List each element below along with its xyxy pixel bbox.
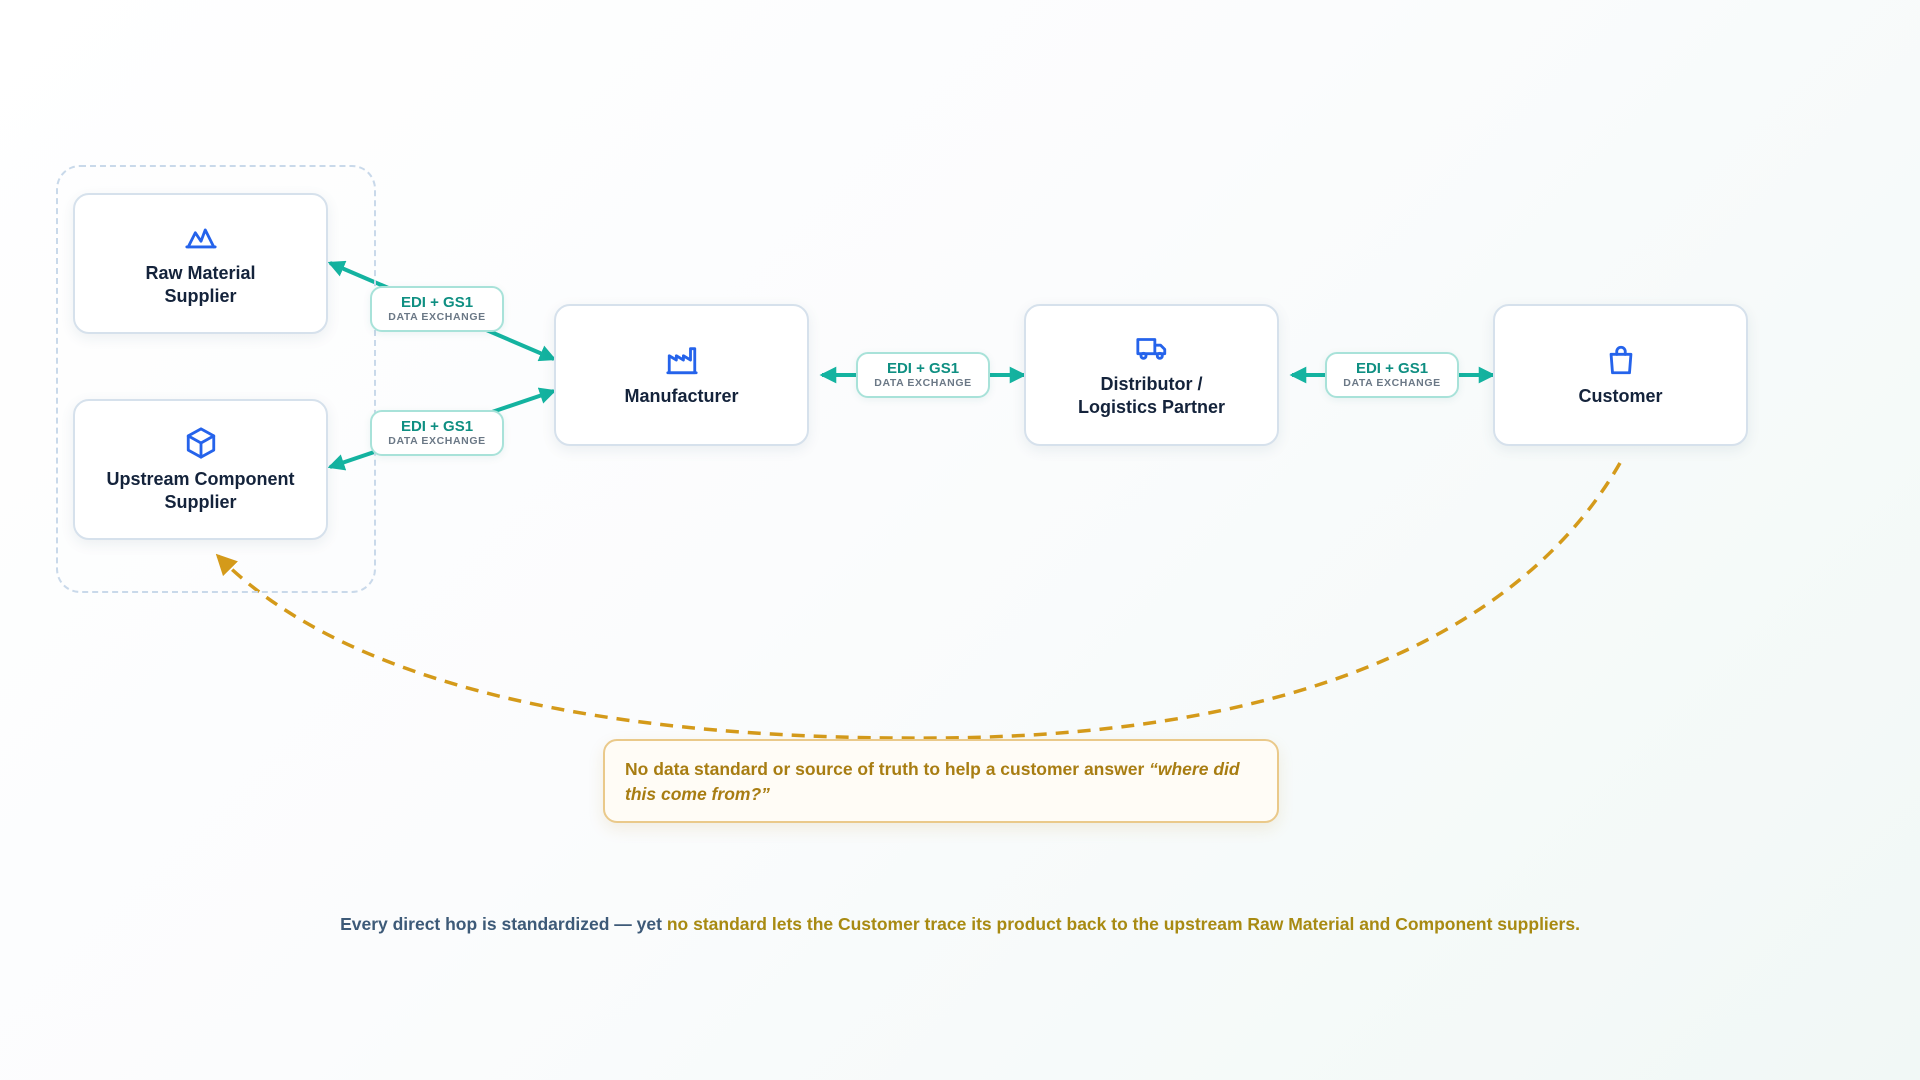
node-label: Upstream Component Supplier [106, 468, 295, 512]
node-label: Customer [1578, 385, 1663, 406]
data-exchange-label-distributor-customer: EDI + GS1 DATA EXCHANGE [1325, 352, 1459, 398]
traceback-curve [215, 462, 1622, 740]
node-manufacturer[interactable]: Manufacturer [554, 304, 809, 446]
exchange-protocol: EDI + GS1 [1355, 360, 1429, 377]
node-customer[interactable]: Customer [1493, 304, 1748, 446]
exchange-protocol: EDI + GS1 [400, 294, 474, 311]
mountain-icon [184, 228, 217, 248]
shopping-bag-icon [1609, 345, 1632, 374]
truck-icon [1135, 338, 1166, 360]
data-exchange-label-upstream-component: EDI + GS1 DATA EXCHANGE [370, 410, 504, 456]
exchange-protocol: EDI + GS1 [886, 360, 960, 377]
factory-icon [665, 346, 698, 374]
node-label: Manufacturer [624, 385, 739, 406]
footer-text: Every direct hop is standardized — yet [340, 914, 667, 934]
node-distributor-logistics-partner[interactable]: Distributor / Logistics Partner [1024, 304, 1279, 446]
cube-icon [186, 426, 215, 459]
node-upstream-component-supplier[interactable]: Upstream Component Supplier [73, 399, 328, 540]
footer-caption: Every direct hop is standardized — yet n… [0, 914, 1920, 935]
exchange-caption: DATA EXCHANGE [1343, 377, 1441, 389]
exchange-caption: DATA EXCHANGE [874, 377, 972, 389]
node-label: Distributor / Logistics Partner [1077, 374, 1226, 417]
data-exchange-label-raw-material: EDI + GS1 DATA EXCHANGE [370, 286, 504, 332]
exchange-caption: DATA EXCHANGE [388, 435, 486, 447]
footer-highlight: no standard lets the Customer trace its … [666, 914, 1580, 934]
exchange-protocol: EDI + GS1 [400, 418, 474, 435]
node-label: Raw Material Supplier [145, 262, 256, 306]
exchange-caption: DATA EXCHANGE [388, 311, 486, 323]
callout-quote: “where did this come from?” [625, 759, 1240, 804]
data-exchange-label-manufacturer-distributor: EDI + GS1 DATA EXCHANGE [856, 352, 990, 398]
callout-text: No data standard or source of truth to h… [625, 759, 1150, 779]
node-raw-material-supplier[interactable]: Raw Material Supplier [73, 193, 328, 334]
upstream-suppliers-group [56, 165, 376, 593]
traceability-gap-callout: No data standard or source of truth to h… [603, 739, 1279, 823]
